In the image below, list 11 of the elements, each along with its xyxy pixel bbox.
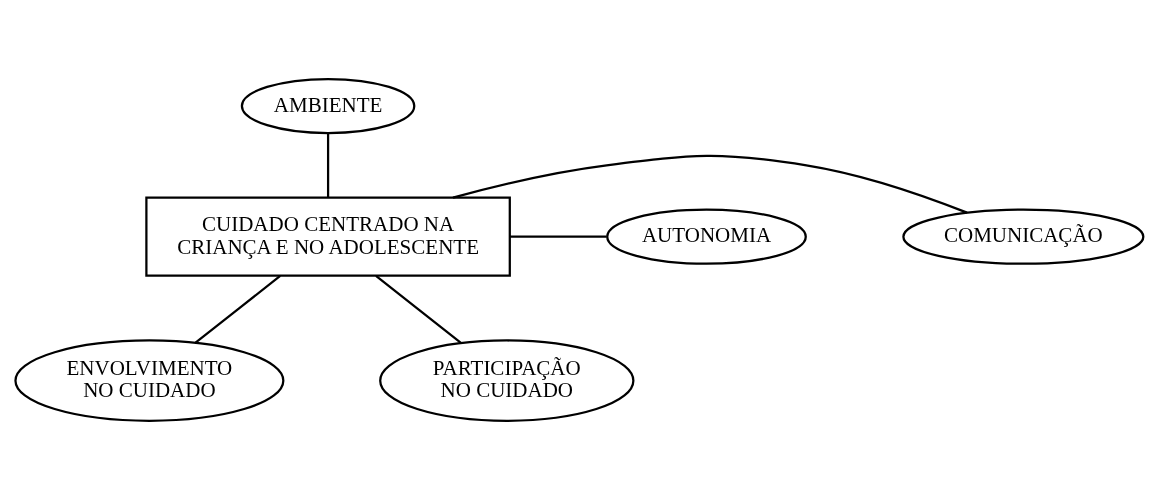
node-ellipse: COMUNICAÇÃO (902, 208, 1145, 265)
node-ellipse: ENVOLVIMENTO NO CUIDADO (14, 338, 285, 422)
node-box: CUIDADO CENTRADO NA CRIANÇA E NO ADOLESCENTE (145, 196, 511, 277)
node-ellipse: AUTONOMIA (606, 208, 807, 265)
connector (194, 274, 281, 344)
node-ellipse: AMBIENTE (240, 77, 416, 134)
node-ellipse: PARTICIPAÇÃO NO CUIDADO (379, 338, 635, 422)
connector (326, 132, 330, 197)
connector (509, 235, 607, 238)
connector (452, 154, 968, 214)
connector (375, 274, 462, 344)
